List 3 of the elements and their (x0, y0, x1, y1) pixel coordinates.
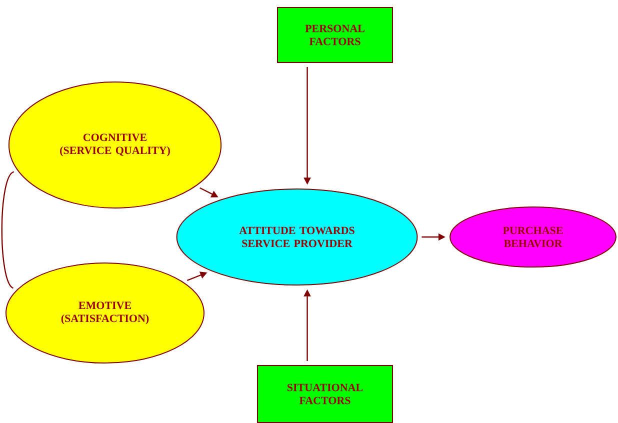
connector-curve (1, 171, 14, 289)
factor-box: PERSONAL FACTORS (277, 7, 393, 63)
factor-box: SITUATIONAL FACTORS (257, 365, 393, 423)
